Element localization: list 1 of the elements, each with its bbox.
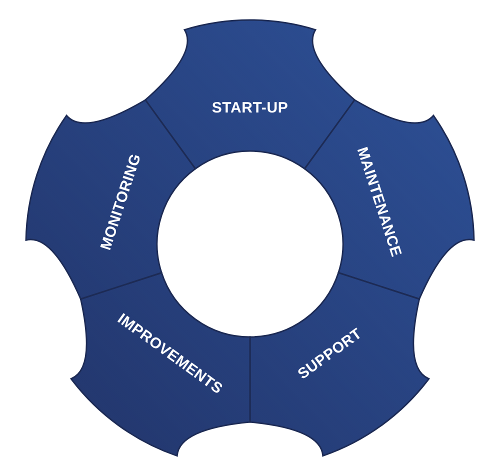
segment-label: START-UP [212,100,288,116]
